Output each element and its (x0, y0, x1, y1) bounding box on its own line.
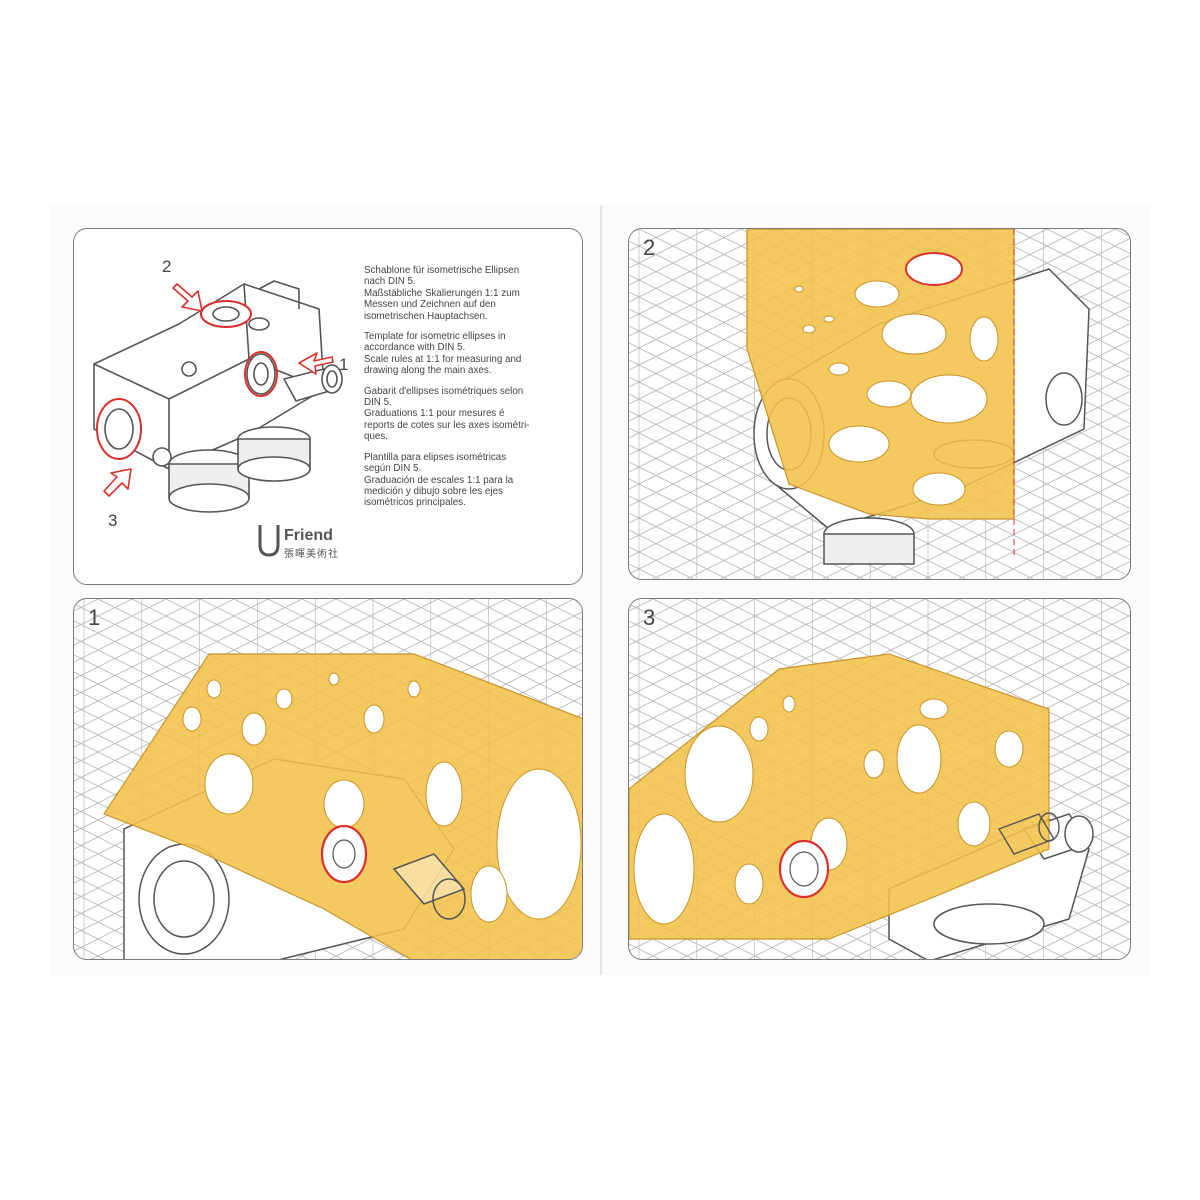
arrow-callout-icon (172, 283, 203, 312)
step-number: 1 (88, 605, 101, 630)
step-2-panel: 2 (628, 228, 1131, 580)
step-3-panel: 3 (628, 598, 1131, 960)
logo-wordmark: Friend (284, 527, 333, 544)
arrow-callout-icon (103, 468, 132, 497)
paragraph-english: Template for isometric ellipses in accor… (364, 331, 522, 377)
instructions-text: Schablone für isometrische Ellipsen nach… (364, 265, 574, 518)
intro-panel: 2 1 3 Schablone für isometrische Ellipse… (73, 228, 583, 585)
callout-number: 1 (339, 355, 349, 374)
callout-number: 3 (108, 511, 118, 530)
logo-chinese-name: 張暉美術社 (284, 549, 339, 560)
step-number: 3 (643, 605, 656, 630)
arrow-callout-icon (298, 352, 334, 375)
valve-block-drawing (93, 280, 343, 513)
center-fold (600, 205, 602, 975)
paragraph-spanish: Plantilla para elipses isométricas según… (364, 451, 514, 509)
ellipse-template (746, 229, 1015, 520)
step-2-illustration (746, 229, 1090, 565)
ellipse-template (629, 653, 1050, 940)
callout-number: 2 (162, 257, 172, 276)
step-3-illustration (629, 653, 1094, 959)
friend-logo-icon (258, 525, 280, 557)
step-1-illustration (103, 653, 582, 959)
paragraph-german: Schablone für isometrische Ellipsen nach… (364, 265, 520, 322)
paragraph-french: Gabarit d'ellipses isométriques selon DI… (364, 385, 530, 443)
step-1-panel: 1 (73, 598, 583, 960)
step-number: 2 (643, 235, 656, 260)
